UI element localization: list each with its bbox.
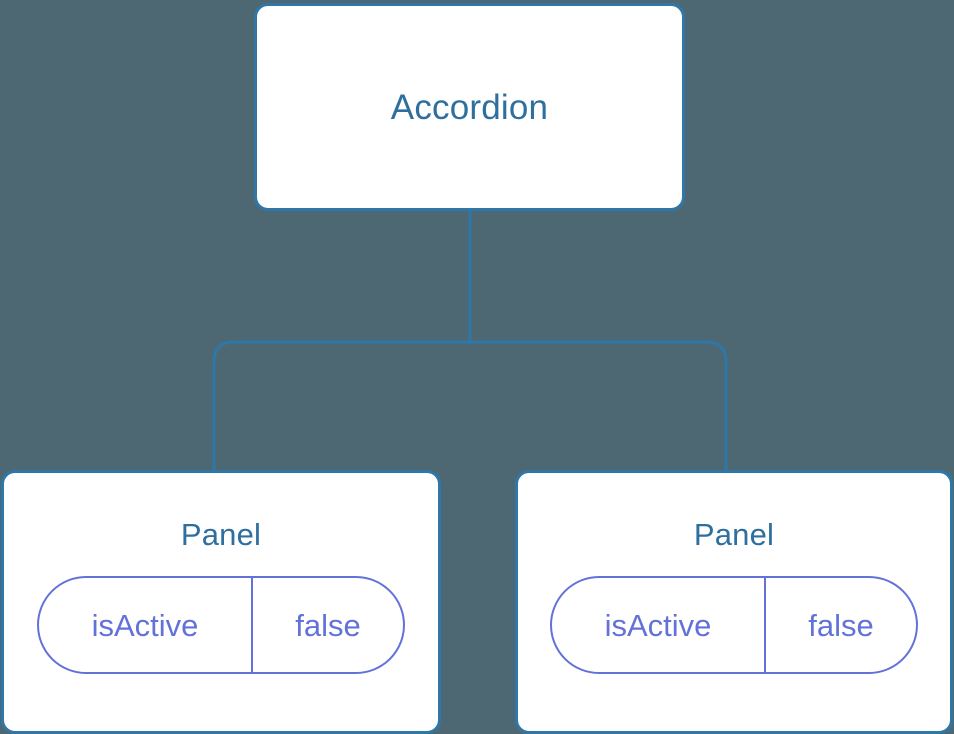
state-pill-left-value-cell: false [253, 578, 403, 672]
node-panel-right[interactable]: Panel isActive false [515, 470, 953, 734]
node-panel-right-title: Panel [693, 517, 775, 552]
state-pill-left-key: isActive [91, 607, 199, 643]
state-pill-left[interactable]: isActive false [37, 576, 405, 674]
state-pill-left-value: false [295, 607, 361, 643]
node-panel-left-title: Panel [180, 517, 262, 552]
node-panel-left[interactable]: Panel isActive false [1, 470, 441, 734]
state-pill-right-value-cell: false [766, 578, 916, 672]
connector-to-right-panel [470, 340, 728, 472]
state-pill-right-key: isActive [604, 607, 712, 643]
connector-to-left-panel [212, 340, 470, 472]
state-pill-right-key-cell: isActive [552, 578, 766, 672]
state-pill-right[interactable]: isActive false [550, 576, 918, 674]
state-pill-left-key-cell: isActive [39, 578, 253, 672]
state-pill-right-value: false [808, 607, 874, 643]
node-accordion-title: Accordion [390, 87, 549, 127]
node-accordion[interactable]: Accordion [254, 3, 685, 211]
